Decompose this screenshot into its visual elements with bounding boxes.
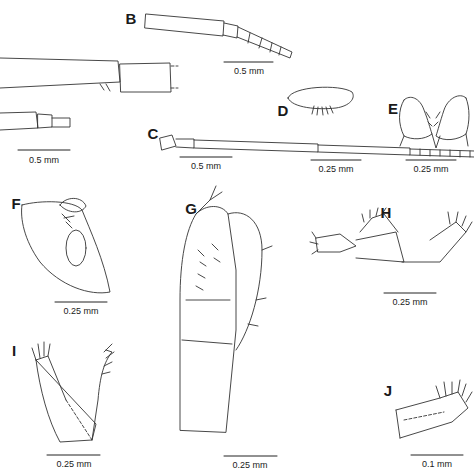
lower-lip bbox=[400, 96, 470, 148]
maxilla-detail bbox=[396, 380, 472, 438]
mandible bbox=[22, 198, 110, 292]
panel-letter: J bbox=[384, 382, 392, 399]
panel-letter: D bbox=[278, 102, 289, 119]
scale-label: 0.25 mm bbox=[232, 460, 267, 470]
panel-letter: G bbox=[185, 200, 197, 217]
scale-label: 0.5 mm bbox=[191, 161, 221, 171]
scale-label: 0.25 mm bbox=[392, 297, 427, 307]
scale-label: 0.25 mm bbox=[413, 164, 448, 174]
panel-letter: B bbox=[126, 10, 137, 27]
scale-label: 0.1 mm bbox=[422, 459, 452, 469]
scale-label: 0.5 mm bbox=[29, 155, 59, 165]
maxilla-two bbox=[32, 342, 114, 442]
panel-letter: F bbox=[11, 195, 20, 212]
scale-label: 0.25 mm bbox=[318, 164, 353, 174]
panel-letter: H bbox=[381, 204, 392, 221]
scale-label: 0.5 mm bbox=[234, 66, 264, 76]
panel-letter: C bbox=[148, 125, 159, 142]
scale-label: 0.25 mm bbox=[63, 306, 98, 316]
panel-letter: E bbox=[388, 100, 398, 117]
antenna-one bbox=[0, 14, 292, 92]
upper-lip bbox=[288, 87, 353, 115]
maxilliped bbox=[180, 186, 272, 432]
panel-letter: I bbox=[12, 342, 16, 359]
scale-bars bbox=[18, 62, 463, 456]
scale-label: 0.25 mm bbox=[56, 459, 91, 469]
